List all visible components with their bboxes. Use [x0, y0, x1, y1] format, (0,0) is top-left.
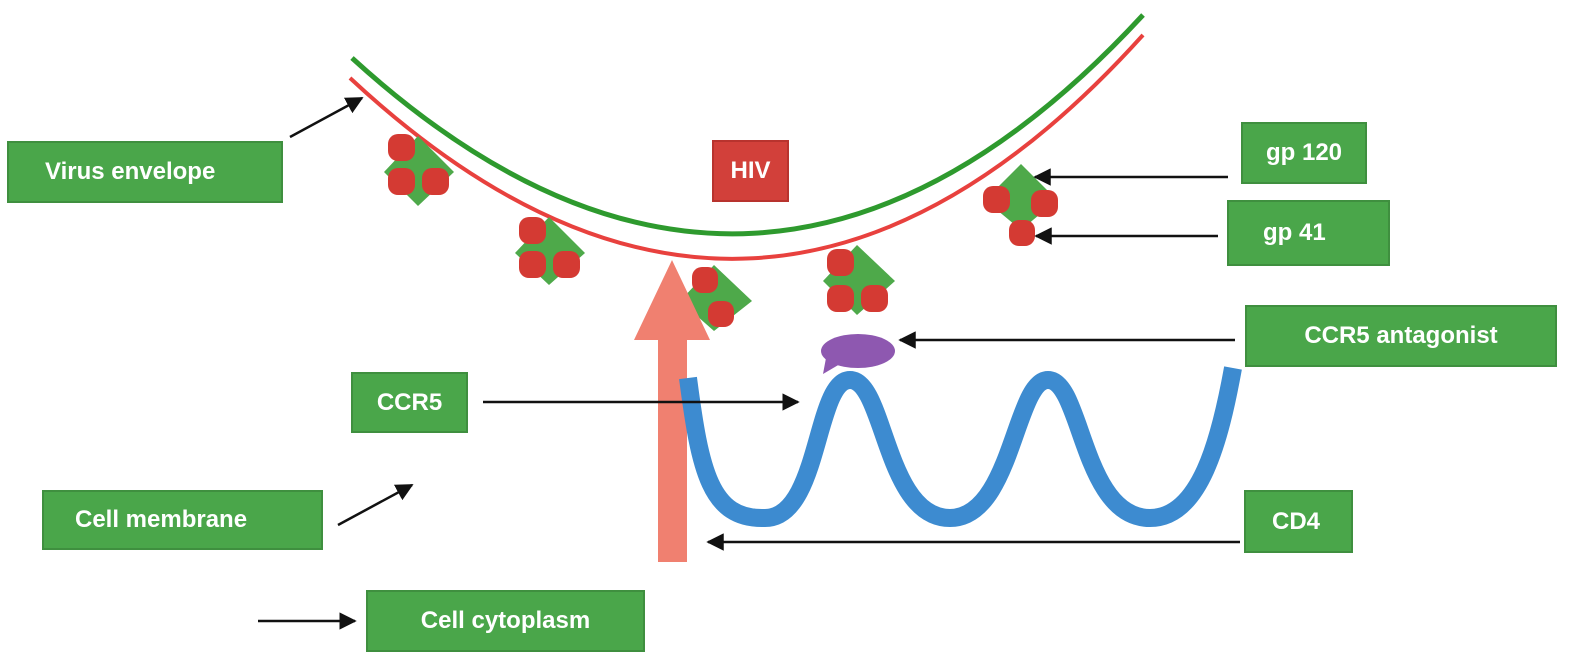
label-ccr5: CCR5	[351, 372, 468, 433]
entry-arrow	[634, 260, 710, 562]
pointer-arrow-cell-membrane	[337, 483, 414, 527]
glycoprotein-cluster	[515, 217, 585, 285]
pointer-arrow-virus-envelope	[289, 96, 364, 139]
label-virus-envelope: Virus envelope	[7, 141, 283, 203]
glycoprotein-cluster	[983, 164, 1058, 246]
glycoprotein-cluster	[680, 265, 752, 331]
label-cell-membrane: Cell membrane	[42, 490, 323, 550]
label-cd4: CD4	[1244, 490, 1353, 553]
receptor-wave	[679, 366, 1242, 528]
ccr5-antagonist-molecule	[821, 334, 895, 374]
label-hiv: HIV	[712, 140, 789, 202]
glycoprotein-cluster	[384, 134, 454, 206]
label-cell-cytoplasm: Cell cytoplasm	[366, 590, 645, 652]
label-gp120: gp 120	[1241, 122, 1367, 184]
label-ccr5-antagonist: CCR5 antagonist	[1245, 305, 1557, 367]
virus-envelope-membrane	[348, 13, 1145, 261]
envelope-inner-line	[348, 33, 1145, 261]
envelope-outer-line	[350, 13, 1145, 237]
label-gp41: gp 41	[1227, 200, 1390, 266]
glycoprotein-cluster	[823, 245, 895, 315]
